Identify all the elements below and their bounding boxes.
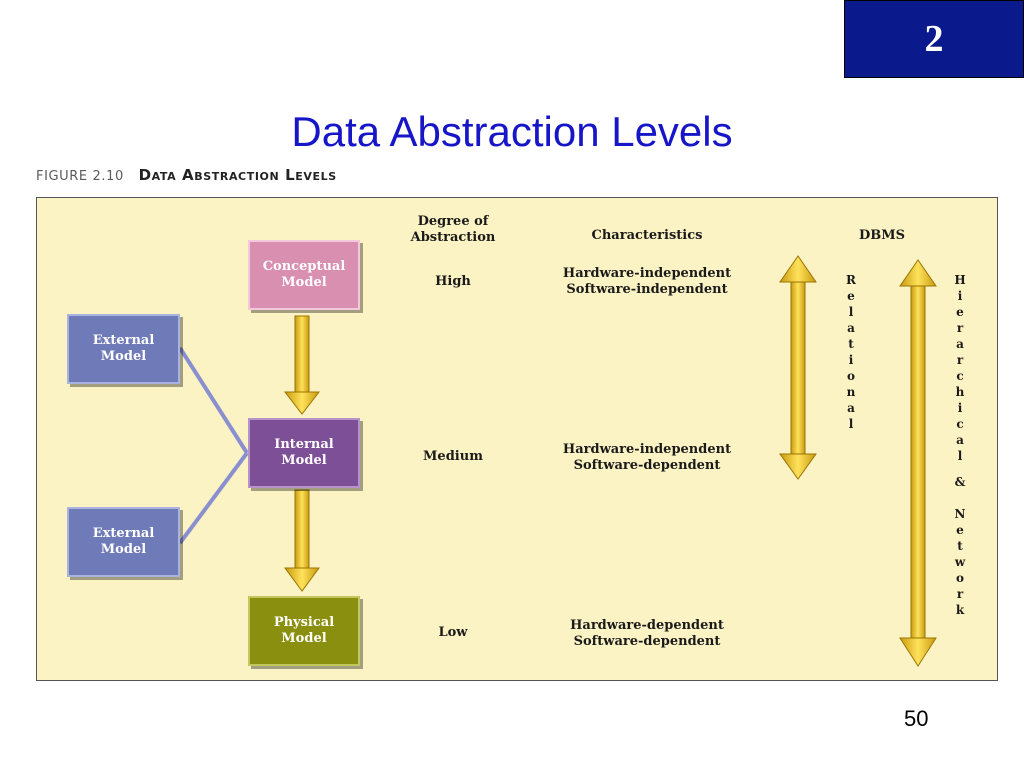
- vertical-letter: k: [955, 603, 965, 617]
- external-model-bottom-box: External Model: [67, 507, 180, 577]
- vertical-letter: o: [846, 369, 855, 383]
- dbms-ampersand-label: &: [952, 474, 968, 490]
- physical-model-box: Physical Model: [248, 596, 360, 666]
- vertical-letter: h: [955, 385, 965, 399]
- vertical-letter: l: [848, 417, 854, 431]
- vertical-letter: e: [956, 305, 964, 319]
- header-dbms: DBMS: [858, 228, 906, 243]
- vertical-letter: e: [847, 289, 855, 303]
- vertical-letter: n: [846, 385, 856, 399]
- vertical-letter: r: [956, 321, 964, 335]
- section-badge-number: 2: [924, 18, 944, 60]
- conceptual-model-box: Conceptual Model: [248, 240, 360, 310]
- figure-name: Data Abstraction Levels: [138, 166, 337, 184]
- vertical-letter: l: [848, 305, 854, 319]
- characteristics-high: Hardware-independent Software-independen…: [562, 266, 732, 297]
- connector-external-top-to-internal: [178, 346, 249, 455]
- vertical-letter: o: [955, 571, 964, 585]
- vertical-letter: c: [956, 417, 964, 431]
- characteristics-medium: Hardware-independent Software-dependent: [562, 442, 732, 473]
- vertical-letter: r: [956, 587, 964, 601]
- internal-model-box: Internal Model: [248, 418, 360, 488]
- external-model-top-label: External Model: [92, 333, 155, 364]
- vertical-letter: a: [956, 337, 964, 351]
- vertical-letter: a: [847, 401, 855, 415]
- vertical-letter: i: [957, 289, 963, 303]
- header-degree-of-abstraction: Degree of Abstraction: [410, 214, 496, 245]
- vertical-letter: r: [956, 353, 964, 367]
- conceptual-model-label: Conceptual Model: [262, 259, 346, 290]
- arrow-conceptual-to-internal: [283, 315, 321, 415]
- vertical-letter: a: [956, 433, 964, 447]
- diagram-panel: Degree of Abstraction Characteristics DB…: [36, 197, 998, 681]
- slide-title: Data Abstraction Levels: [291, 108, 733, 155]
- external-model-top-box: External Model: [67, 314, 180, 384]
- vertical-letter: e: [956, 523, 964, 537]
- external-model-bottom-label: External Model: [92, 526, 155, 557]
- vertical-letter: t: [957, 539, 963, 553]
- vertical-letter: i: [848, 353, 854, 367]
- degree-high: High: [435, 274, 471, 289]
- hierarchical-network-double-arrow: [899, 259, 937, 667]
- vertical-letter: t: [848, 337, 854, 351]
- vertical-letter: l: [957, 449, 963, 463]
- vertical-letter: c: [956, 369, 964, 383]
- relational-double-arrow: [779, 255, 817, 480]
- vertical-letter: i: [957, 401, 963, 415]
- vertical-letter: a: [847, 321, 855, 335]
- vertical-letter: R: [846, 273, 856, 287]
- physical-model-label: Physical Model: [273, 615, 335, 646]
- characteristics-low: Hardware-dependent Software-dependent: [570, 618, 724, 649]
- vertical-letter: N: [954, 507, 966, 521]
- degree-low: Low: [438, 625, 468, 640]
- internal-model-label: Internal Model: [274, 437, 334, 468]
- figure-caption: FIGURE 2.10 Data Abstraction Levels: [36, 166, 337, 184]
- diagram-graphics: [178, 255, 937, 667]
- arrow-internal-to-physical: [284, 489, 320, 592]
- header-characteristics: Characteristics: [591, 228, 703, 243]
- vertical-letter: H: [954, 273, 966, 287]
- degree-medium: Medium: [423, 449, 483, 464]
- figure-number: FIGURE 2.10: [36, 169, 124, 184]
- section-badge: 2: [844, 0, 1024, 78]
- vertical-letter: &: [954, 475, 966, 489]
- connector-external-bottom-to-internal: [178, 451, 249, 545]
- vertical-letter: w: [954, 555, 966, 569]
- page-number: 50: [904, 706, 929, 731]
